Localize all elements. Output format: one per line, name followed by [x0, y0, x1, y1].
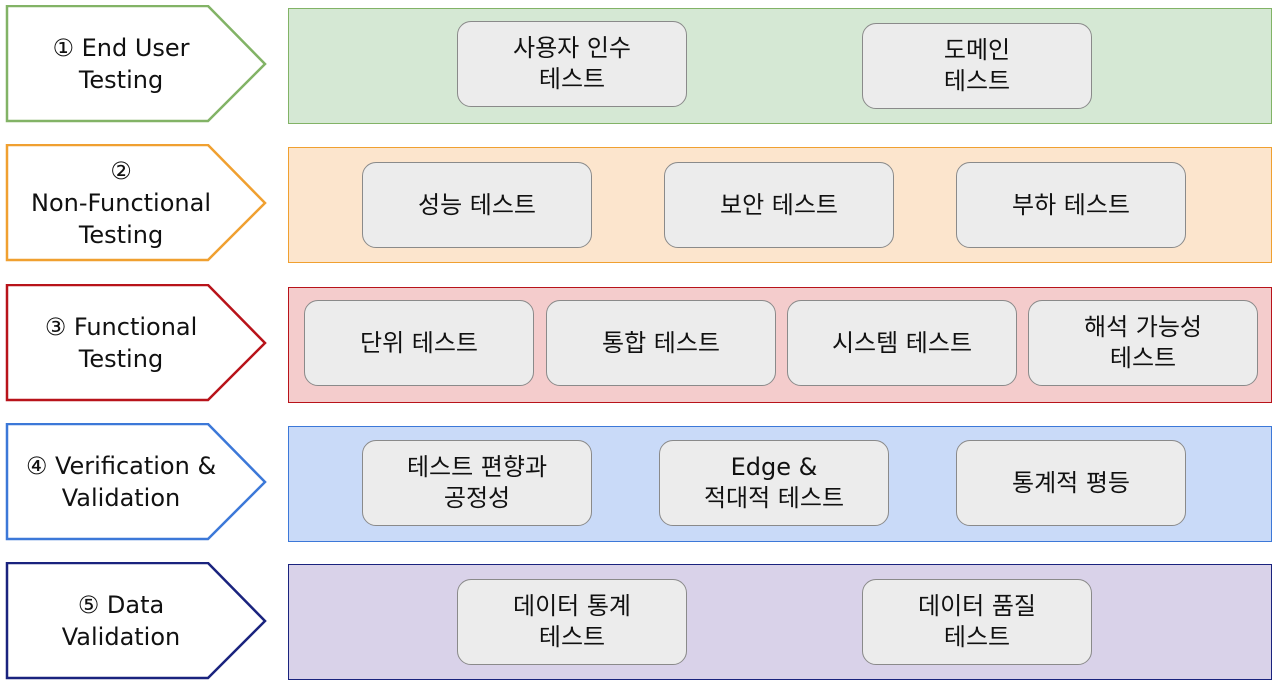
- arrow-shape: [5, 423, 267, 541]
- category-label: ① End User Testing: [52, 34, 190, 94]
- category-label: ⑤ Data Validation: [61, 591, 181, 651]
- category-arrow: ⑤ Data Validation: [0, 562, 272, 682]
- test-item-box: 성능 테스트: [362, 162, 592, 248]
- category-label: ② Non-Functional Testing: [31, 157, 211, 249]
- test-item-box: 사용자 인수 테스트: [457, 21, 687, 107]
- test-item-box: 통합 테스트: [546, 300, 776, 386]
- category-band: 성능 테스트 보안 테스트 부하 테스트: [288, 147, 1272, 263]
- arrow-shape: [5, 144, 267, 262]
- test-item-box: 통계적 평등: [956, 440, 1186, 526]
- test-item-box: Edge & 적대적 테스트: [659, 440, 889, 526]
- row-non-functional-testing: ② Non-Functional Testing 성능 테스트 보안 테스트 부…: [0, 144, 1280, 264]
- arrow-shape: [5, 5, 267, 123]
- test-item-box: 보안 테스트: [664, 162, 894, 248]
- row-data-validation: ⑤ Data Validation 데이터 통계 테스트 데이터 품질 테스트: [0, 562, 1280, 682]
- category-label: ④ Verification & Validation: [25, 452, 217, 512]
- category-band: 사용자 인수 테스트 도메인 테스트: [288, 8, 1272, 124]
- arrow-shape: [5, 284, 267, 402]
- test-item-box: 부하 테스트: [956, 162, 1186, 248]
- category-label: ③ Functional Testing: [44, 313, 198, 373]
- test-item-box: 테스트 편향과 공정성: [362, 440, 592, 526]
- category-band: 데이터 통계 테스트 데이터 품질 테스트: [288, 564, 1272, 680]
- category-arrow: ① End User Testing: [0, 5, 272, 125]
- category-arrow: ④ Verification & Validation: [0, 423, 272, 543]
- row-end-user-testing: ① End User Testing 사용자 인수 테스트 도메인 테스트: [0, 5, 1280, 125]
- test-item-box: 데이터 통계 테스트: [457, 579, 687, 665]
- test-item-box: 데이터 품질 테스트: [862, 579, 1092, 665]
- row-verification-validation: ④ Verification & Validation 테스트 편향과 공정성 …: [0, 423, 1280, 543]
- test-item-box: 해석 가능성 테스트: [1028, 300, 1258, 386]
- category-arrow: ③ Functional Testing: [0, 284, 272, 404]
- test-item-box: 도메인 테스트: [862, 23, 1092, 109]
- category-arrow: ② Non-Functional Testing: [0, 144, 272, 264]
- test-item-box: 시스템 테스트: [787, 300, 1017, 386]
- arrow-shape: [5, 562, 267, 680]
- category-band: 단위 테스트 통합 테스트 시스템 테스트 해석 가능성 테스트: [288, 287, 1272, 403]
- test-item-box: 단위 테스트: [304, 300, 534, 386]
- category-band: 테스트 편향과 공정성 Edge & 적대적 테스트 통계적 평등: [288, 426, 1272, 542]
- row-functional-testing: ③ Functional Testing 단위 테스트 통합 테스트 시스템 테…: [0, 284, 1280, 404]
